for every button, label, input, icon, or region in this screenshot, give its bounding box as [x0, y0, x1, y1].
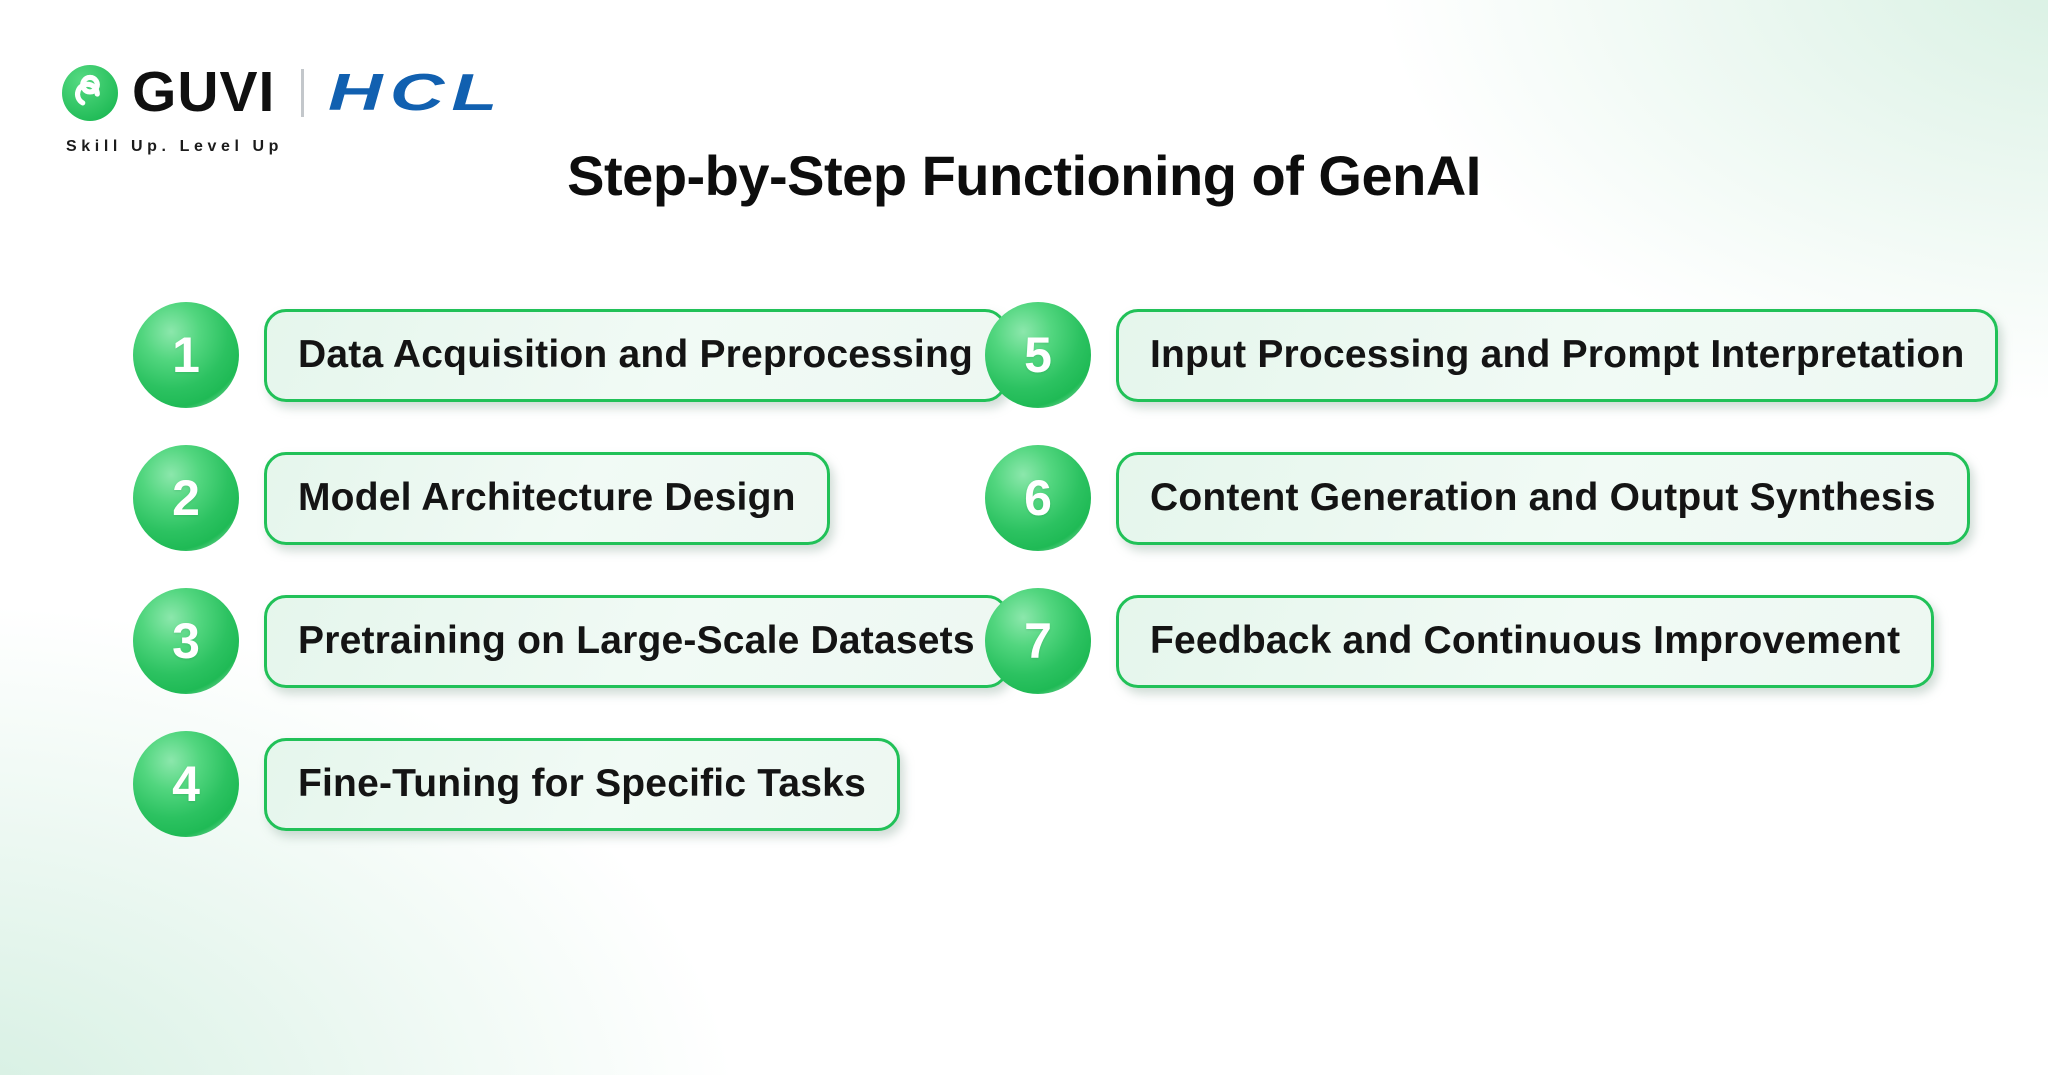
step-pill: Feedback and Continuous Improvement	[1116, 594, 1935, 688]
step-number-badge: 1	[133, 302, 239, 408]
step-number-badge: 5	[985, 302, 1091, 408]
steps-right-column: 5 Input Processing and Prompt Interpreta…	[985, 302, 1999, 694]
step-number-badge: 7	[985, 588, 1091, 694]
step-label: Input Processing and Prompt Interpretati…	[1150, 333, 1965, 376]
brand-tagline: Skill Up. Level Up	[66, 138, 284, 155]
step-row: 3 Pretraining on Large-Scale Datasets	[133, 588, 1009, 694]
step-number-badge: 6	[985, 445, 1091, 551]
guvi-wordmark: GUVI	[132, 60, 276, 124]
step-pill: Fine-Tuning for Specific Tasks	[264, 737, 900, 831]
step-label: Content Generation and Output Synthesis	[1150, 476, 1936, 519]
brand-logo: GUVI HCL	[62, 60, 498, 124]
step-number-badge: 4	[133, 731, 239, 837]
step-pill: Data Acquisition and Preprocessing	[264, 308, 1007, 402]
step-label: Model Architecture Design	[298, 476, 796, 519]
step-number: 3	[172, 613, 200, 669]
step-row: 6 Content Generation and Output Synthesi…	[985, 445, 1970, 551]
step-row: 7 Feedback and Continuous Improvement	[985, 588, 1935, 694]
step-label: Fine-Tuning for Specific Tasks	[298, 762, 866, 805]
step-pill: Model Architecture Design	[264, 451, 830, 545]
step-number: 2	[172, 470, 200, 526]
step-label: Feedback and Continuous Improvement	[1150, 619, 1901, 662]
step-number: 6	[1024, 470, 1052, 526]
step-label: Pretraining on Large-Scale Datasets	[298, 619, 975, 662]
step-pill: Input Processing and Prompt Interpretati…	[1116, 308, 1999, 402]
logo-divider	[301, 68, 305, 117]
step-row: 2 Model Architecture Design	[133, 445, 830, 551]
step-number-badge: 2	[133, 445, 239, 551]
step-label: Data Acquisition and Preprocessing	[298, 333, 973, 376]
guvi-logo-icon	[62, 64, 118, 121]
hcl-wordmark: HCL	[328, 63, 506, 122]
page-title: Step-by-Step Functioning of GenAI	[567, 144, 1481, 207]
step-pill: Content Generation and Output Synthesis	[1116, 451, 1970, 545]
step-number: 4	[172, 756, 200, 812]
step-number-badge: 3	[133, 588, 239, 694]
step-number: 1	[172, 327, 200, 383]
steps-left-column: 1 Data Acquisition and Preprocessing 2 M…	[133, 302, 1009, 837]
step-number: 7	[1024, 613, 1052, 669]
step-number: 5	[1024, 327, 1052, 383]
step-row: 4 Fine-Tuning for Specific Tasks	[133, 731, 900, 837]
step-row: 1 Data Acquisition and Preprocessing	[133, 302, 1007, 408]
step-pill: Pretraining on Large-Scale Datasets	[264, 594, 1009, 688]
step-row: 5 Input Processing and Prompt Interpreta…	[985, 302, 1999, 408]
